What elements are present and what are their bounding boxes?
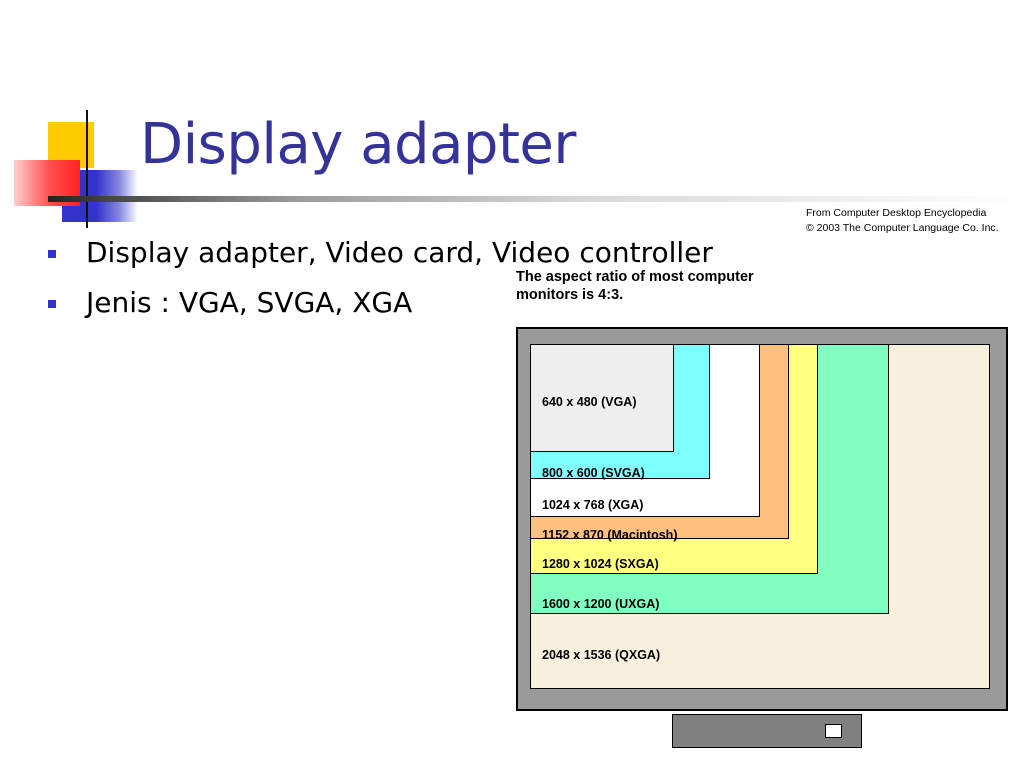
credit-line: © 2003 The Computer Language Co. Inc. bbox=[806, 222, 999, 234]
square-bullet-icon bbox=[48, 300, 56, 308]
decor-vertical-line bbox=[86, 110, 88, 228]
caption-line: monitors is 4:3. bbox=[516, 287, 624, 303]
resolution-label: 1024 x 768 (XGA) bbox=[542, 498, 644, 512]
resolution-box: 640 x 480 (VGA) bbox=[530, 344, 674, 452]
resolution-label: 800 x 600 (SVGA) bbox=[542, 466, 645, 480]
bullet-text: Jenis : VGA, SVGA, XGA bbox=[86, 286, 413, 319]
title-underline bbox=[48, 196, 1024, 202]
bullet-text: Display adapter, Video card, Video contr… bbox=[86, 236, 713, 269]
resolution-label: 1600 x 1200 (UXGA) bbox=[542, 597, 660, 611]
square-bullet-icon bbox=[48, 250, 56, 258]
power-button-icon bbox=[825, 724, 842, 738]
resolution-label: 1152 x 870 (Macintosh) bbox=[542, 528, 678, 542]
monitor-stand bbox=[672, 714, 862, 748]
figure-caption: The aspect ratio of most computer monito… bbox=[516, 268, 754, 304]
resolution-label: 1280 x 1024 (SXGA) bbox=[542, 557, 659, 571]
monitor-diagram: 2048 x 1536 (QXGA) 1600 x 1200 (UXGA) 1280… bbox=[516, 327, 1008, 711]
resolution-label: 2048 x 1536 (QXGA) bbox=[542, 648, 661, 662]
resolution-label: 640 x 480 (VGA) bbox=[542, 395, 637, 409]
figure-credit: From Computer Desktop Encyclopedia © 200… bbox=[806, 206, 999, 236]
credit-line: From Computer Desktop Encyclopedia bbox=[806, 207, 987, 219]
slide-title: Display adapter bbox=[140, 112, 576, 177]
caption-line: The aspect ratio of most computer bbox=[516, 269, 754, 285]
